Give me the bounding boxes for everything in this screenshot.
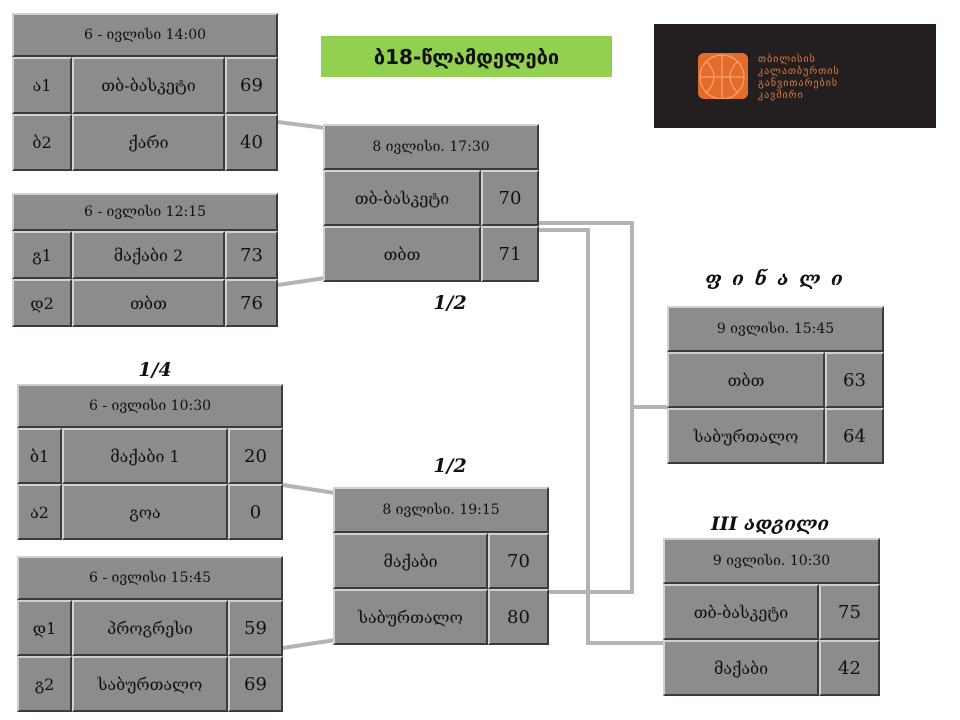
match-header: 9 ივლისი. 10:30 <box>663 538 880 584</box>
team-score: 80 <box>488 589 549 645</box>
logo-text: თბილისის კალათბურთის განვითარების კავშირ… <box>758 54 840 102</box>
logo-text-line: თბილისის <box>758 54 816 65</box>
team-seed: ბ2 <box>12 114 72 171</box>
team-seed: გ1 <box>12 231 72 279</box>
match-header: 6 - ივლისი 12:15 <box>12 193 278 231</box>
team-name: მაქაბი 1 <box>62 428 228 484</box>
team-score: 73 <box>225 231 278 279</box>
team-name: მაქაბი <box>663 640 819 696</box>
team-name: თბთ <box>323 226 481 282</box>
final-label: ფ ი ნ ა ლ ი <box>705 268 845 290</box>
team-seed: დ1 <box>17 600 72 656</box>
team-seed: გ2 <box>17 656 72 712</box>
team-name: პროგრესი <box>72 600 228 656</box>
match-header: 8 ივლისი. 19:15 <box>333 487 549 533</box>
match-header: 6 - ივლისი 15:45 <box>17 556 283 600</box>
team-score: 63 <box>825 352 884 408</box>
team-name: თბთ <box>72 279 225 327</box>
team-seed: ა1 <box>12 57 72 114</box>
age-group-title: ბ18-წლამდელები <box>321 36 612 77</box>
team-score: 40 <box>225 114 278 171</box>
logo-text-line: კავშირი <box>758 90 804 101</box>
team-name: საბურთალო <box>667 408 825 464</box>
team-score: 69 <box>228 656 283 712</box>
team-score: 76 <box>225 279 278 327</box>
match-header: 9 ივლისი. 15:45 <box>667 306 884 352</box>
team-score: 70 <box>481 170 539 226</box>
team-name: მაქაბი <box>333 533 488 589</box>
match-header: 6 - ივლისი 14:00 <box>12 13 278 57</box>
team-seed: დ2 <box>12 279 72 327</box>
team-seed: ა2 <box>17 484 62 540</box>
team-score: 70 <box>488 533 549 589</box>
team-name: მაქაბი 2 <box>72 231 225 279</box>
team-name: საბურთალო <box>333 589 488 645</box>
team-score: 0 <box>228 484 283 540</box>
team-score: 42 <box>819 640 880 696</box>
team-score: 69 <box>225 57 278 114</box>
team-score: 64 <box>825 408 884 464</box>
team-name: გოა <box>62 484 228 540</box>
team-name: თბ-ბასკეტი <box>323 170 481 226</box>
third-place-label: III ადგილი <box>710 513 830 535</box>
logo-text-line: განვითარების <box>758 78 839 89</box>
team-score: 71 <box>481 226 539 282</box>
logo-text-line: კალათბურთის <box>758 66 840 77</box>
basketball-icon <box>698 53 748 99</box>
team-score: 75 <box>819 584 880 640</box>
team-score: 59 <box>228 600 283 656</box>
semifinal-label-top: 1/2 <box>433 292 467 314</box>
team-name: თბ-ბასკეტი <box>72 57 225 114</box>
match-header: 8 ივლისი. 17:30 <box>323 124 539 170</box>
team-seed: ბ1 <box>17 428 62 484</box>
team-score: 20 <box>228 428 283 484</box>
team-name: თბთ <box>667 352 825 408</box>
quarterfinal-label: 1/4 <box>138 359 172 381</box>
match-header: 6 - ივლისი 10:30 <box>17 384 283 428</box>
team-name: ქარი <box>72 114 225 171</box>
team-name: საბურთალო <box>72 656 228 712</box>
team-name: თბ-ბასკეტი <box>663 584 819 640</box>
semifinal-label-bottom: 1/2 <box>433 455 467 477</box>
federation-logo: თბილისის კალათბურთის განვითარების კავშირ… <box>654 24 936 128</box>
